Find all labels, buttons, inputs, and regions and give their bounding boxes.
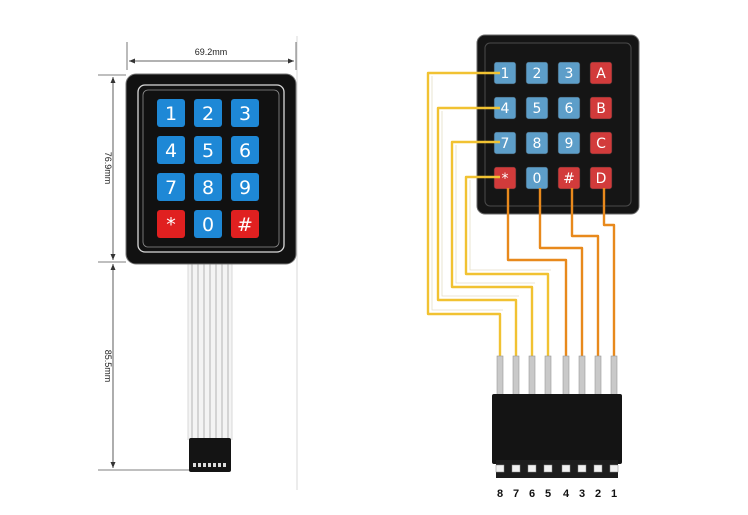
width-label: 69.2mm bbox=[195, 47, 228, 57]
header-pin bbox=[512, 355, 520, 397]
cable-dimension: 85.5mm bbox=[98, 264, 190, 471]
left-key-0 bbox=[157, 99, 185, 127]
left-key-10 bbox=[194, 210, 222, 238]
pin-number: 3 bbox=[579, 488, 585, 500]
left-key-label: 4 bbox=[165, 140, 177, 162]
right-key-label: * bbox=[502, 171, 509, 187]
left-key-label: 9 bbox=[239, 177, 251, 199]
cable-label: 85.5mm bbox=[103, 350, 113, 383]
right-key-label: # bbox=[563, 171, 575, 187]
right-key-label: 5 bbox=[533, 101, 542, 117]
row-wires bbox=[426, 71, 550, 360]
right-key-11 bbox=[589, 131, 613, 155]
right-key-label: 2 bbox=[533, 66, 542, 82]
header-pin bbox=[528, 355, 536, 397]
left-key-5 bbox=[231, 136, 259, 164]
right-key-9 bbox=[525, 131, 549, 155]
left-key-label: 6 bbox=[239, 140, 251, 162]
right-key-label: 8 bbox=[533, 136, 542, 152]
header-pin bbox=[610, 355, 618, 397]
left-key-7 bbox=[194, 173, 222, 201]
left-key-label: 0 bbox=[202, 214, 214, 236]
column-wires bbox=[506, 188, 616, 360]
left-key-label: 7 bbox=[165, 177, 177, 199]
right-key-5 bbox=[525, 96, 549, 120]
pin-number: 2 bbox=[595, 488, 601, 500]
connector-socket bbox=[577, 464, 587, 473]
header-pin bbox=[496, 355, 504, 397]
right-key-label: 4 bbox=[501, 101, 510, 117]
pin-number: 6 bbox=[529, 488, 535, 500]
right-key-14 bbox=[557, 166, 581, 190]
height-dimension: 76.9mm bbox=[98, 74, 126, 263]
pin-number: 7 bbox=[513, 488, 519, 500]
right-key-label: B bbox=[596, 101, 606, 117]
connector-socket bbox=[609, 464, 619, 473]
right-key-3 bbox=[589, 61, 613, 85]
header-pin bbox=[594, 355, 602, 397]
connector-socket bbox=[527, 464, 537, 473]
left-key-label: 3 bbox=[239, 103, 251, 125]
header-pin bbox=[544, 355, 552, 397]
left-key-2 bbox=[231, 99, 259, 127]
left-key-6 bbox=[157, 173, 185, 201]
header-pins bbox=[496, 355, 618, 397]
right-key-13 bbox=[525, 166, 549, 190]
right-key-6 bbox=[557, 96, 581, 120]
left-key-label: # bbox=[237, 214, 253, 236]
right-key-grid: 1 2 3 A 4 5 6 B 7 8 9 C * 0 # D bbox=[493, 61, 613, 190]
left-key-9 bbox=[157, 210, 185, 238]
left-key-1 bbox=[194, 99, 222, 127]
connector-socket bbox=[593, 464, 603, 473]
right-key-label: 3 bbox=[565, 66, 574, 82]
right-key-label: 7 bbox=[501, 136, 510, 152]
connector-socket bbox=[495, 464, 505, 473]
connector-socket bbox=[543, 464, 553, 473]
right-key-label: 0 bbox=[533, 171, 542, 187]
left-key-11 bbox=[231, 210, 259, 238]
connector-sockets bbox=[495, 464, 619, 473]
right-key-10 bbox=[557, 131, 581, 155]
left-key-4 bbox=[194, 136, 222, 164]
left-ribbon-cable bbox=[187, 262, 233, 440]
right-key-label: 1 bbox=[501, 66, 510, 82]
left-key-grid: 1 2 3 4 5 6 7 8 9 * 0 # bbox=[157, 99, 259, 238]
pin-number: 8 bbox=[497, 488, 503, 500]
pin-number: 1 bbox=[611, 488, 617, 500]
left-key-label: 1 bbox=[165, 103, 177, 125]
right-connector bbox=[492, 394, 622, 478]
header-pin bbox=[562, 355, 570, 397]
pin-number: 5 bbox=[545, 488, 551, 500]
left-key-3 bbox=[157, 136, 185, 164]
row-wire-shadows bbox=[431, 76, 551, 311]
right-key-label: D bbox=[596, 171, 607, 187]
right-key-1 bbox=[525, 61, 549, 85]
right-key-label: 9 bbox=[565, 136, 574, 152]
header-pin bbox=[578, 355, 586, 397]
left-key-label: 8 bbox=[202, 177, 214, 199]
left-key-label: 5 bbox=[202, 140, 214, 162]
right-key-label: 6 bbox=[565, 101, 574, 117]
left-key-label: 2 bbox=[202, 103, 214, 125]
right-key-label: C bbox=[596, 136, 606, 152]
right-key-15 bbox=[589, 166, 613, 190]
width-dimension: 69.2mm bbox=[126, 42, 297, 70]
right-key-label: A bbox=[596, 66, 606, 82]
connector-socket bbox=[561, 464, 571, 473]
left-keypad-figure: 69.2mm 76.9mm 85.5mm bbox=[98, 36, 298, 490]
right-key-2 bbox=[557, 61, 581, 85]
connector-socket bbox=[511, 464, 521, 473]
pin-number: 4 bbox=[563, 488, 570, 500]
right-key-7 bbox=[589, 96, 613, 120]
left-connector bbox=[189, 438, 231, 472]
height-label: 76.9mm bbox=[103, 152, 113, 185]
left-key-8 bbox=[231, 173, 259, 201]
left-key-label: * bbox=[166, 214, 176, 236]
